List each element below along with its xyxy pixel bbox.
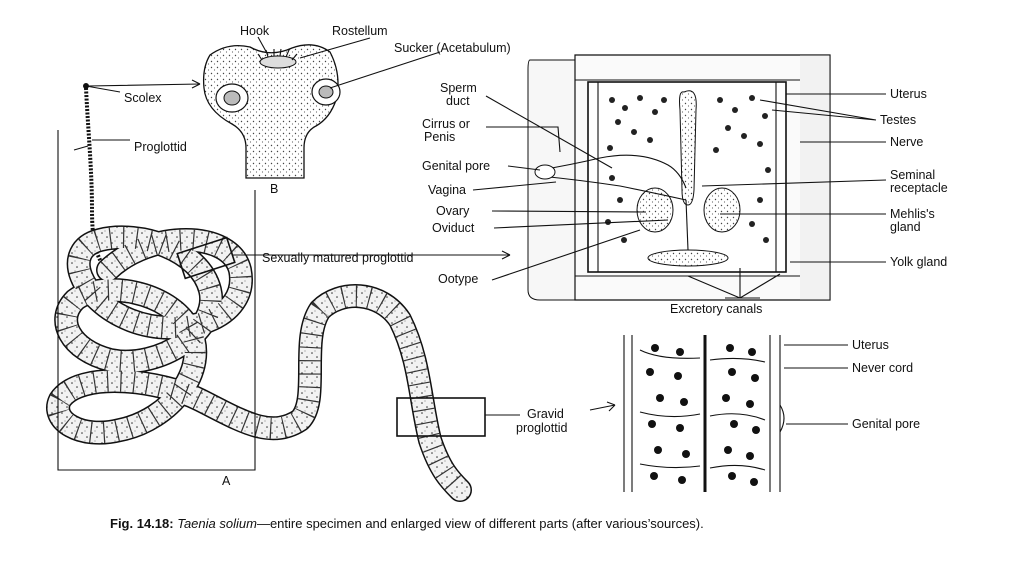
gravid-proglottid-drawing <box>623 335 785 492</box>
label-sperm-duct-2: duct <box>446 94 470 108</box>
label-testes: Testes <box>880 113 916 127</box>
label-sperm-duct-1: Sperm <box>440 81 477 95</box>
label-hook: Hook <box>240 24 270 38</box>
label-gravid-1: Gravid <box>527 407 564 421</box>
label-uterus-top: Uterus <box>890 87 927 101</box>
specimen-a-drawing <box>46 83 486 502</box>
figure-caption: Fig. 14.18: Taenia solium—entire specime… <box>110 516 704 531</box>
label-genital-pore-top: Genital pore <box>422 159 490 173</box>
label-sexually-matured-proglottid: Sexually matured proglottid <box>262 251 414 265</box>
label-ootype: Ootype <box>438 272 478 286</box>
label-fig-a: A <box>222 474 231 488</box>
label-seminal-1: Seminal <box>890 168 935 182</box>
label-vagina: Vagina <box>428 183 466 197</box>
label-scolex: Scolex <box>124 91 162 105</box>
labels: Hook Rostellum Sucker (Acetabulum) Scole… <box>124 24 948 488</box>
label-seminal-2: receptacle <box>890 181 948 195</box>
label-sucker: Sucker (Acetabulum) <box>394 41 511 55</box>
label-never-cord: Never cord <box>852 361 913 375</box>
caption-species: Taenia solium <box>177 516 257 531</box>
label-cirrus-2: Penis <box>424 130 455 144</box>
label-proglottid: Proglottid <box>134 140 187 154</box>
label-mehlis-1: Mehlis's <box>890 207 935 221</box>
caption-prefix: Fig. 14.18: <box>110 516 174 531</box>
label-nerve: Nerve <box>890 135 923 149</box>
label-cirrus-1: Cirrus or <box>422 117 470 131</box>
label-genital-pore-bottom: Genital pore <box>852 417 920 431</box>
label-excretory-canals: Excretory canals <box>670 302 762 316</box>
label-oviduct: Oviduct <box>432 221 475 235</box>
label-mehlis-2: gland <box>890 220 921 234</box>
mature-proglottid-drawing <box>527 54 831 301</box>
label-yolk-gland: Yolk gland <box>890 255 947 269</box>
scolex-drawing <box>202 44 341 179</box>
label-ovary: Ovary <box>436 204 470 218</box>
label-gravid-2: proglottid <box>516 421 567 435</box>
label-rostellum: Rostellum <box>332 24 388 38</box>
label-fig-b: B <box>270 182 278 196</box>
label-uterus-bottom: Uterus <box>852 338 889 352</box>
leader-lines <box>57 36 887 471</box>
caption-rest: —entire specimen and enlarged view of di… <box>257 516 704 531</box>
